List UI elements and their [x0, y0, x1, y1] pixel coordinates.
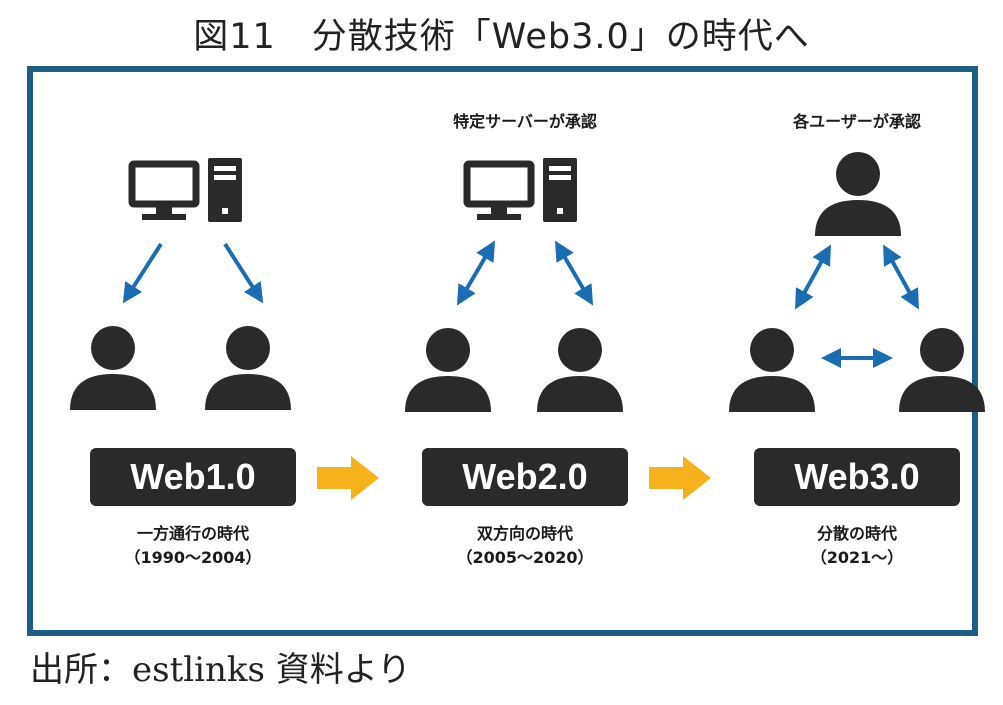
era-name: 双方向の時代	[476, 524, 573, 543]
user-icon	[813, 150, 903, 240]
arrow-to-left-user	[122, 242, 163, 304]
source-note: 出所：estlinks 資料より	[30, 650, 412, 690]
user-icon	[535, 326, 625, 416]
era-caption: 一方通行の時代 （1990～2004）	[43, 522, 343, 570]
computer-server-icon	[463, 158, 583, 224]
flow-arrow-icon	[649, 456, 711, 500]
computer-server-icon	[128, 158, 248, 224]
user-icon	[897, 326, 987, 416]
stage-caption: 各ユーザーが承認	[793, 112, 921, 131]
arrow-right-user	[554, 240, 594, 306]
stage-web1: Web1.0 一方通行の時代 （1990～2004）	[43, 72, 343, 630]
web1-label: Web1.0	[90, 448, 296, 506]
figure-title: 図11 分散技術「Web3.0」の時代へ	[193, 17, 810, 57]
arrow-left-user	[795, 244, 831, 310]
era-years: （1990～2004）	[124, 548, 262, 567]
arrow-left-user	[456, 240, 496, 306]
era-caption: 双方向の時代 （2005～2020）	[375, 522, 675, 570]
arrows-bidirectional	[795, 244, 919, 310]
arrow-right-user	[883, 244, 919, 310]
era-years: （2005～2020）	[456, 548, 594, 567]
diagram-frame: Web1.0 一方通行の時代 （1990～2004） 特定サーバーが承認	[27, 66, 985, 636]
web2-label: Web2.0	[422, 448, 628, 506]
user-icon	[403, 326, 493, 416]
era-caption: 分散の時代 （2021～）	[707, 522, 1003, 570]
arrows-bidirectional	[456, 240, 594, 306]
era-years: （2021～）	[810, 548, 904, 567]
era-name: 一方通行の時代	[136, 524, 249, 543]
flow-arrow-icon	[317, 456, 379, 500]
user-icon	[68, 324, 158, 414]
user-icon	[203, 324, 293, 414]
arrow-to-right-user	[223, 242, 264, 304]
stage-web3: 各ユーザーが承認 Web3.0 分散	[707, 72, 1003, 630]
arrows-down	[122, 242, 264, 304]
era-name: 分散の時代	[816, 524, 897, 543]
user-icon	[727, 326, 817, 416]
web3-label: Web3.0	[754, 448, 960, 506]
stage-caption: 特定サーバーが承認	[453, 112, 597, 131]
stage-web2: 特定サーバーが承認	[375, 72, 675, 630]
arrow-peer	[821, 348, 893, 368]
